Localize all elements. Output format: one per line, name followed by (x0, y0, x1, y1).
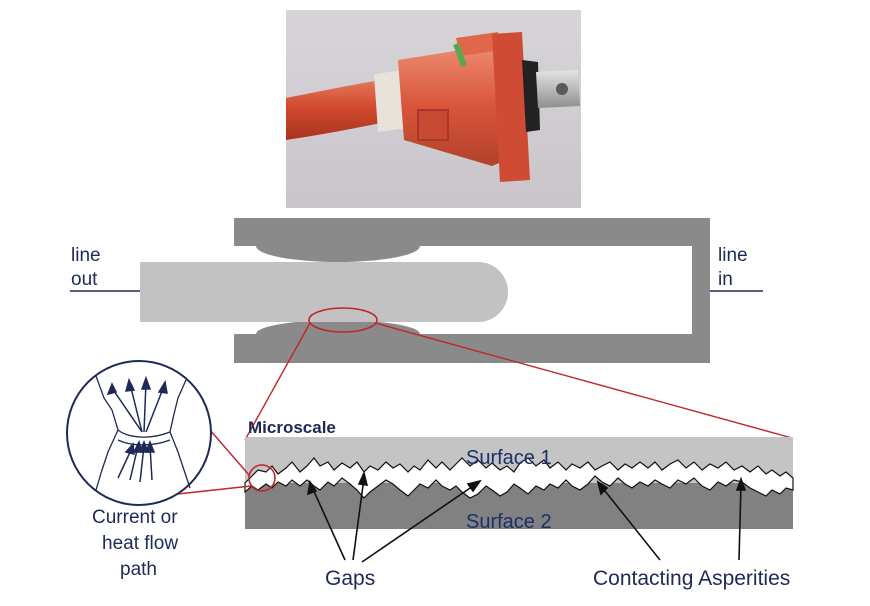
connector-photo-drawing (286, 10, 581, 208)
flow-label-3: path (120, 559, 157, 580)
green-tab (453, 42, 467, 68)
contacting-asperities-label: Contacting Asperities (593, 567, 791, 590)
microscale-label: Microscale (248, 418, 336, 437)
flow-label-1: Current or (92, 507, 178, 528)
line-out-label-2: out (71, 269, 98, 290)
line-in-label-2: in (718, 269, 733, 290)
surface-1-label: Surface 1 (466, 447, 552, 469)
asperity-zoom-line-top (209, 429, 250, 476)
terminal-hole (556, 83, 568, 95)
flow-label-2: heat flow (102, 533, 179, 554)
flow-arrows (106, 375, 168, 483)
contact-zoom-ellipse (308, 307, 378, 333)
socket-housing (234, 218, 710, 363)
zoom-line-right (374, 322, 793, 439)
line-out-label-1: line (71, 245, 101, 266)
connector-photo (286, 10, 581, 208)
pin (140, 262, 508, 322)
cable-ferrule (374, 70, 408, 132)
constriction-lower (117, 439, 171, 446)
cable (286, 80, 386, 140)
asperity-zoom-circle (248, 464, 276, 492)
connector-top-ridge (456, 32, 502, 56)
rough-interface-gaps (244, 457, 794, 499)
seal-ring (522, 60, 540, 132)
constriction-upper (117, 429, 171, 438)
connector-flange (492, 32, 530, 182)
gaps-label: Gaps (325, 567, 376, 590)
current-flow-magnifier (66, 360, 212, 506)
gaps-leaders (306, 470, 482, 563)
connector-latch (417, 109, 449, 141)
surface-2-label: Surface 2 (466, 511, 552, 533)
upper-contact-bump (256, 230, 420, 262)
lower-contact-bump (256, 320, 420, 348)
asperities-leaders (596, 476, 747, 561)
line-in-label-1: line (718, 245, 748, 266)
magnifier-circle (66, 360, 212, 506)
zoom-line-left (244, 322, 311, 441)
